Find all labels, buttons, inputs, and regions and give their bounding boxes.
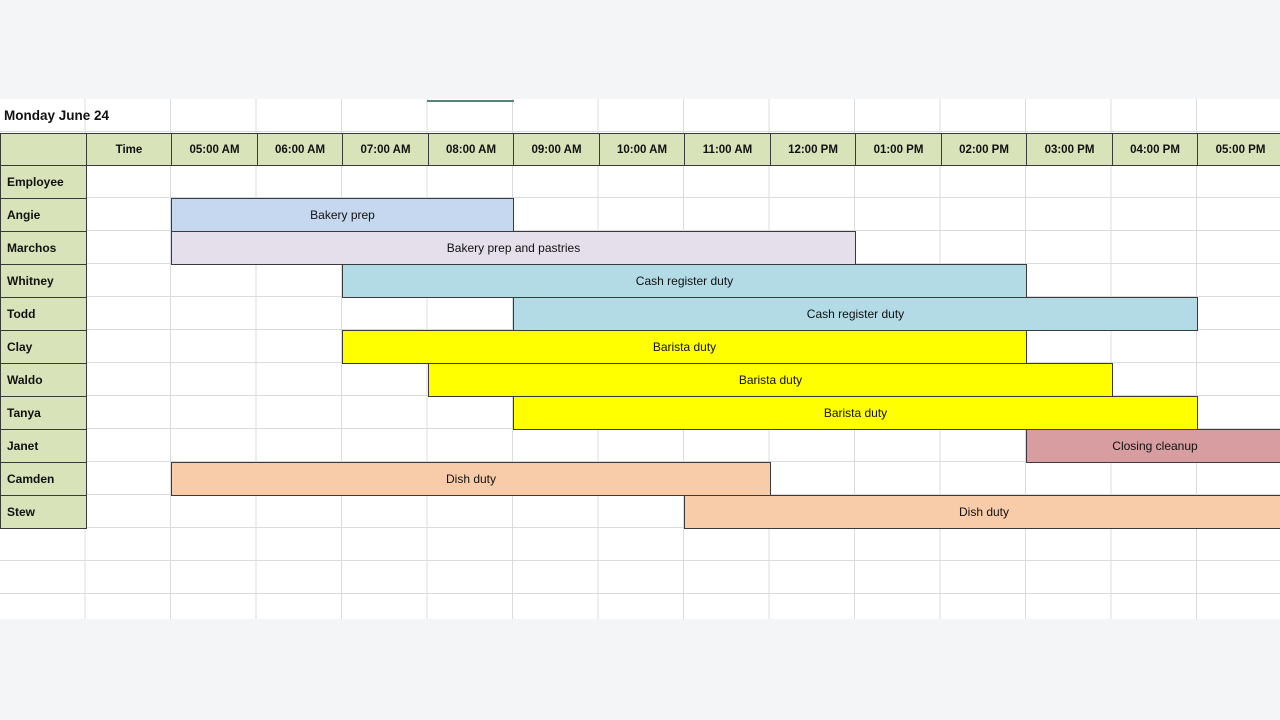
- date-label[interactable]: Monday June 24: [4, 108, 110, 123]
- shift-bar-angie[interactable]: Bakery prep: [171, 198, 514, 232]
- row-label-angie[interactable]: Angie: [0, 198, 87, 232]
- selected-cell-indicator: [427, 100, 514, 102]
- header-cell-time[interactable]: Time: [86, 133, 172, 166]
- row-label-stew[interactable]: Stew: [0, 495, 87, 529]
- header-cell-0500AM[interactable]: 05:00 AM: [171, 133, 258, 166]
- row-label-whitney[interactable]: Whitney: [0, 264, 87, 298]
- header-cell-1000AM[interactable]: 10:00 AM: [599, 133, 685, 166]
- header-cell-0200PM[interactable]: 02:00 PM: [941, 133, 1027, 166]
- header-cell-0400PM[interactable]: 04:00 PM: [1112, 133, 1198, 166]
- row-label-tanya[interactable]: Tanya: [0, 396, 87, 430]
- header-cell-0500PM[interactable]: 05:00 PM: [1197, 133, 1280, 166]
- header-cell-1200PM[interactable]: 12:00 PM: [770, 133, 856, 166]
- header-cell-1100AM[interactable]: 11:00 AM: [684, 133, 771, 166]
- header-cell-0300PM[interactable]: 03:00 PM: [1026, 133, 1113, 166]
- row-label-todd[interactable]: Todd: [0, 297, 87, 331]
- shift-bar-marchos[interactable]: Bakery prep and pastries: [171, 231, 856, 265]
- shift-bar-todd[interactable]: Cash register duty: [513, 297, 1198, 331]
- shift-bar-camden[interactable]: Dish duty: [171, 462, 771, 496]
- shift-bar-tanya[interactable]: Barista duty: [513, 396, 1198, 430]
- top-margin: [0, 0, 1280, 99]
- row-label-marchos[interactable]: Marchos: [0, 231, 87, 265]
- bottom-margin: [0, 619, 1280, 720]
- shift-bar-whitney[interactable]: Cash register duty: [342, 264, 1027, 298]
- shift-bar-stew[interactable]: Dish duty: [684, 495, 1280, 529]
- header-cell-0700AM[interactable]: 07:00 AM: [342, 133, 429, 166]
- header-cell-0900AM[interactable]: 09:00 AM: [513, 133, 600, 166]
- header-cell-corner[interactable]: [0, 133, 87, 166]
- header-cell-0100PM[interactable]: 01:00 PM: [855, 133, 942, 166]
- header-cell-0800AM[interactable]: 08:00 AM: [428, 133, 514, 166]
- row-label-camden[interactable]: Camden: [0, 462, 87, 496]
- row-label-janet[interactable]: Janet: [0, 429, 87, 463]
- shift-bar-clay[interactable]: Barista duty: [342, 330, 1027, 364]
- row-label-waldo[interactable]: Waldo: [0, 363, 87, 397]
- row-label-clay[interactable]: Clay: [0, 330, 87, 364]
- shift-bar-janet[interactable]: Closing cleanup: [1026, 429, 1280, 463]
- header-cell-0600AM[interactable]: 06:00 AM: [257, 133, 343, 166]
- row-label-employee-header[interactable]: Employee: [0, 165, 87, 199]
- shift-bar-waldo[interactable]: Barista duty: [428, 363, 1113, 397]
